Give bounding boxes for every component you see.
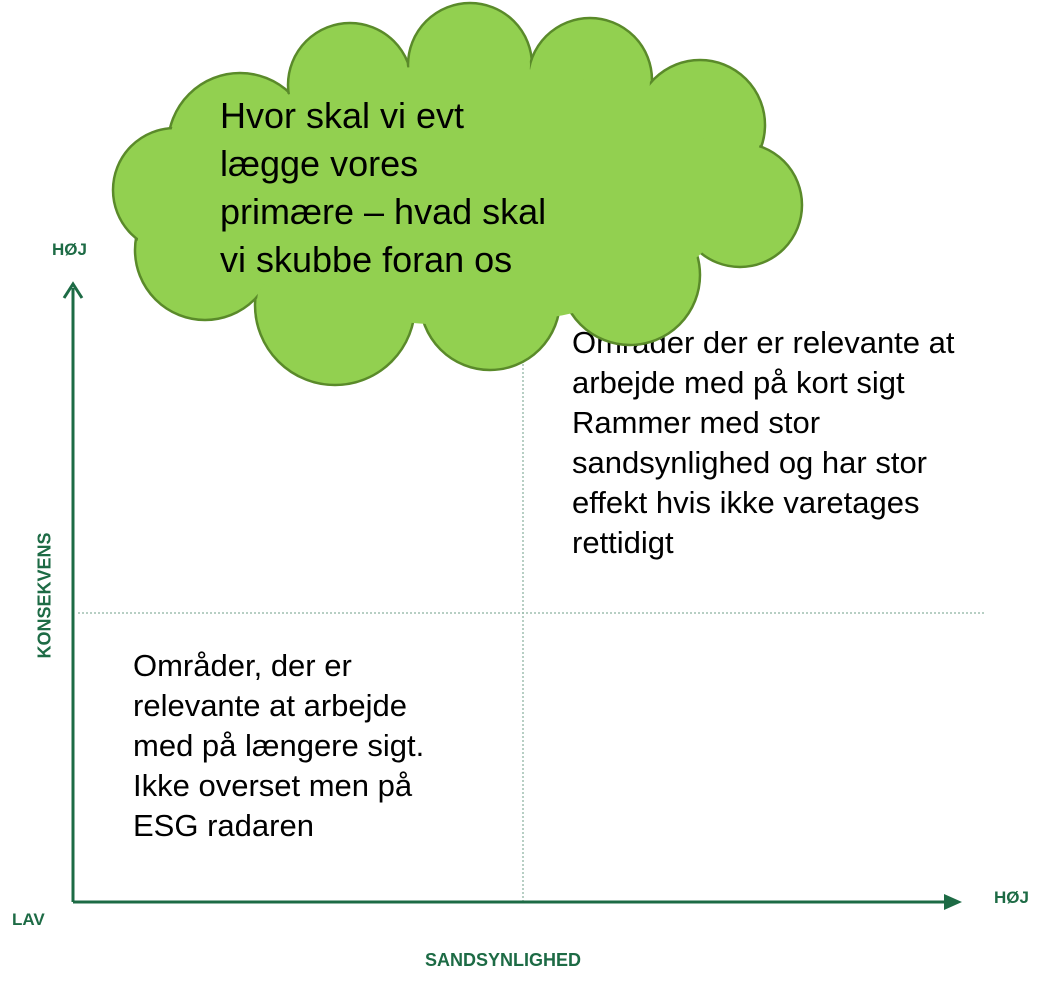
- axis-low-label: LAV: [12, 910, 45, 929]
- x-axis-high-label: HØJ: [994, 888, 1029, 907]
- y-axis-high-label: HØJ: [52, 240, 87, 259]
- cloud-callout-text: Hvor skal vi evt lægge vores primære – h…: [220, 95, 547, 280]
- x-axis-arrowhead: [944, 894, 962, 910]
- y-axis-arrowhead: [62, 281, 84, 299]
- lower-left-quadrant-text: Områder, der er relevante at arbejde med…: [133, 648, 425, 843]
- x-axis-label: SANDSYNLIGHED: [425, 950, 582, 970]
